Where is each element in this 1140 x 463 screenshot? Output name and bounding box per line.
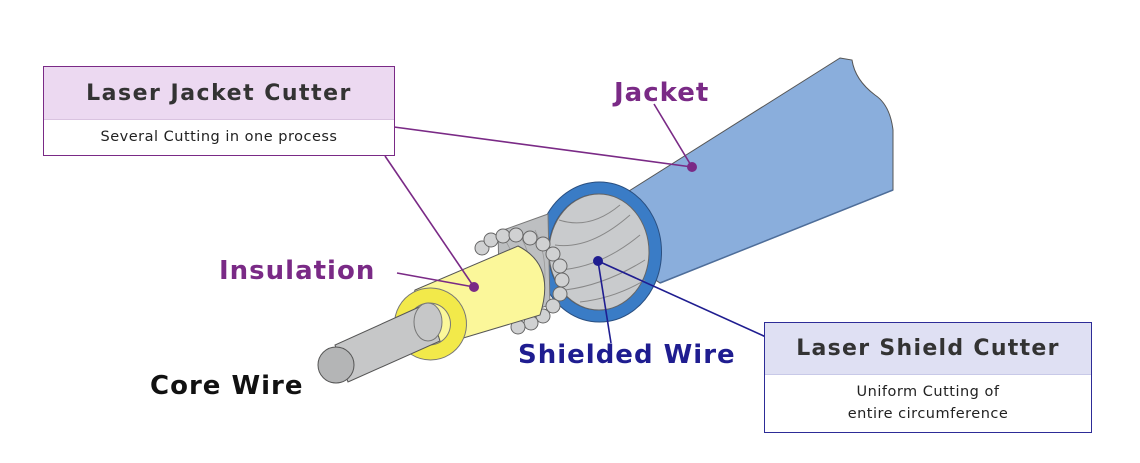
label-insulation: Insulation xyxy=(219,256,376,286)
laser-jacket-cutter-title: Laser Jacket Cutter xyxy=(44,67,394,120)
core-wire xyxy=(317,302,443,384)
leader-dots xyxy=(469,162,697,292)
laser-shield-cutter-subtitle-line1: Uniform Cutting of xyxy=(856,384,1000,400)
laser-shield-cutter-box: Laser Shield Cutter Uniform Cutting of e… xyxy=(764,322,1092,433)
leader-lines xyxy=(384,103,767,344)
label-shielded-wire: Shielded Wire xyxy=(518,340,736,370)
laser-jacket-cutter-box: Laser Jacket Cutter Several Cutting in o… xyxy=(43,66,395,156)
strand-ring xyxy=(474,227,570,335)
laser-jacket-cutter-subtitle: Several Cutting in one process xyxy=(100,129,338,145)
label-jacket: Jacket xyxy=(614,78,710,108)
laser-shield-cutter-subtitle-line2: entire circumference xyxy=(847,406,1009,422)
laser-shield-cutter-subtitle: Uniform Cutting of entire circumference xyxy=(765,375,1091,431)
label-core-wire: Core Wire xyxy=(150,371,304,401)
laser-shield-cutter-title: Laser Shield Cutter xyxy=(765,323,1091,375)
